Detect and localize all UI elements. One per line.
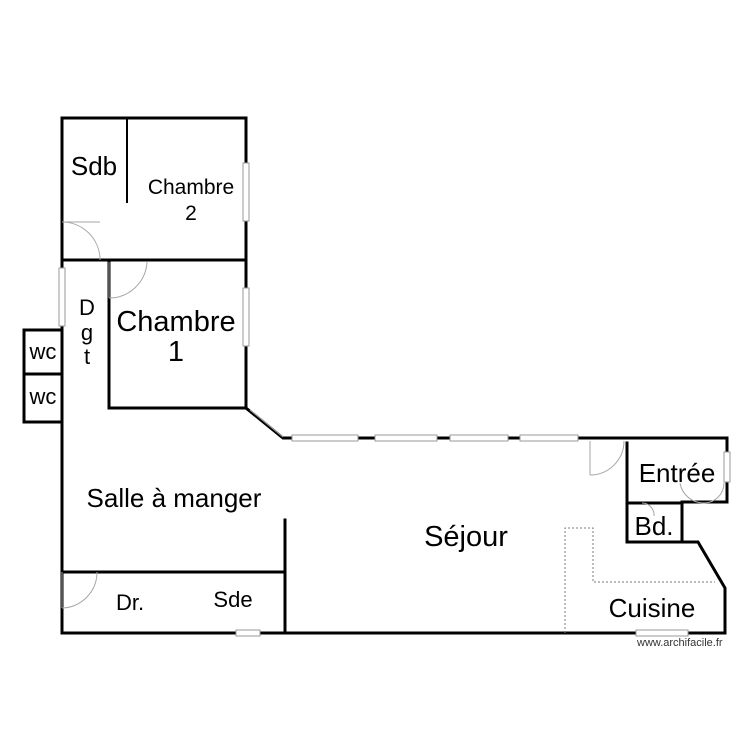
label-wc-upper: wc <box>29 339 57 364</box>
door-entree-front <box>679 482 725 504</box>
window-corridor <box>58 267 66 327</box>
door-entree-corner <box>589 440 625 476</box>
window-cuisine <box>635 629 689 637</box>
wall-wc-lower <box>22 372 64 424</box>
window-entree-east <box>723 451 731 483</box>
label-sde: Sde <box>213 587 252 612</box>
door-chambre1 <box>108 261 148 299</box>
window-bay-diagonal <box>249 409 284 438</box>
door-sdb <box>61 221 101 261</box>
label-dgt-line3: t <box>84 344 90 369</box>
label-cuisine: Cuisine <box>609 593 696 623</box>
label-dgt-line2: g <box>81 320 93 345</box>
window-sde <box>235 629 261 637</box>
doors <box>61 221 725 609</box>
windows <box>58 162 731 637</box>
window-sejour-2 <box>374 434 438 442</box>
window-sejour-4 <box>519 434 579 442</box>
label-wc-lower: wc <box>29 384 57 409</box>
label-dgt-line1: D <box>79 295 95 320</box>
label-chambre2-line1: Chambre <box>148 176 234 199</box>
label-sejour: Séjour <box>424 521 508 553</box>
kitchen-counter-outline <box>564 527 715 633</box>
window-chambre2 <box>242 162 250 222</box>
interior-walls <box>22 118 684 635</box>
door-bd <box>641 502 655 517</box>
label-chambre1-line1: Chambre <box>116 306 235 338</box>
label-chambre1-line2: 1 <box>168 336 184 368</box>
watermark-text: www.archifacile.fr <box>636 637 724 649</box>
label-dr: Dr. <box>116 590 144 615</box>
label-entree: Entrée <box>639 458 716 488</box>
label-bd: Bd. <box>634 511 673 541</box>
label-chambre2-line2: 2 <box>185 202 197 225</box>
window-chambre1 <box>242 287 250 347</box>
label-sdb: Sdb <box>71 151 117 181</box>
label-salle-a-manger: Salle à manger <box>87 483 262 513</box>
window-sejour-3 <box>449 434 509 442</box>
room-labels: Sdb Chambre 2 Chambre 1 D g t wc wc Sall… <box>29 151 716 623</box>
window-sejour-1 <box>291 434 359 442</box>
door-dr <box>61 571 98 609</box>
